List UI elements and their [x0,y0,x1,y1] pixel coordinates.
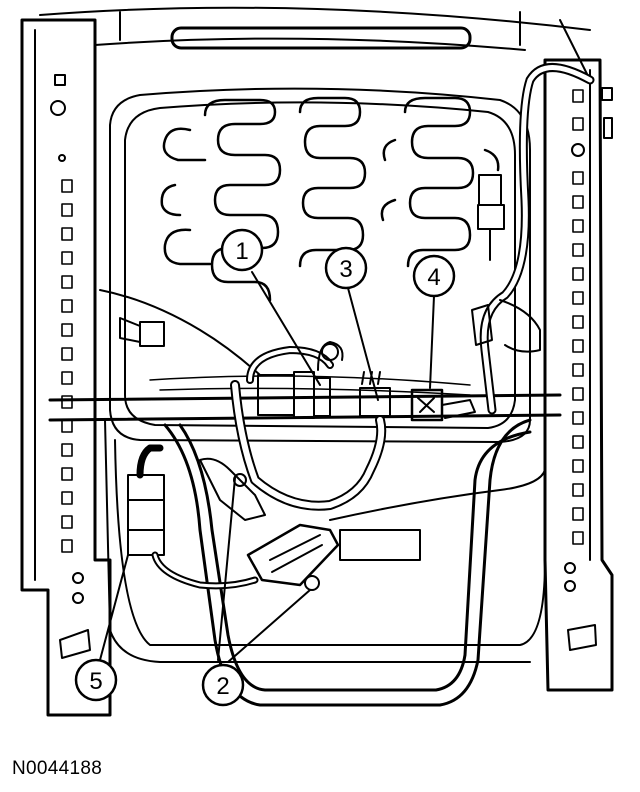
lower-module [199,457,340,591]
left-rail-slots [61,179,73,553]
left-connector [99,289,261,376]
right-rail-slots [572,89,584,545]
left-side-rail [20,18,112,717]
callout-2-label: 2 [216,673,229,700]
callout-3: 3 [324,246,368,290]
callout-5-label: 5 [89,668,102,695]
seat-pan-outline [104,87,546,663]
right-side-rail [543,58,614,692]
callout-2: 2 [201,663,245,707]
lower-panel [329,469,546,561]
central-wiring-harness [230,341,476,511]
leader-lines [99,271,435,663]
left-lower-module [127,444,259,590]
callout-4: 4 [412,254,456,298]
callout-5: 5 [74,658,118,702]
figure-reference-code: N0044188 [12,758,103,779]
suspension-springs [160,96,500,302]
top-frame-bar [39,6,591,81]
callout-3-label: 3 [339,256,352,283]
lower-tube [163,418,532,707]
crossmember [48,375,562,422]
callout-1-label: 1 [235,238,248,265]
callout-4-label: 4 [427,264,440,291]
callout-1: 1 [220,228,264,272]
right-wiring-harness [471,63,595,415]
